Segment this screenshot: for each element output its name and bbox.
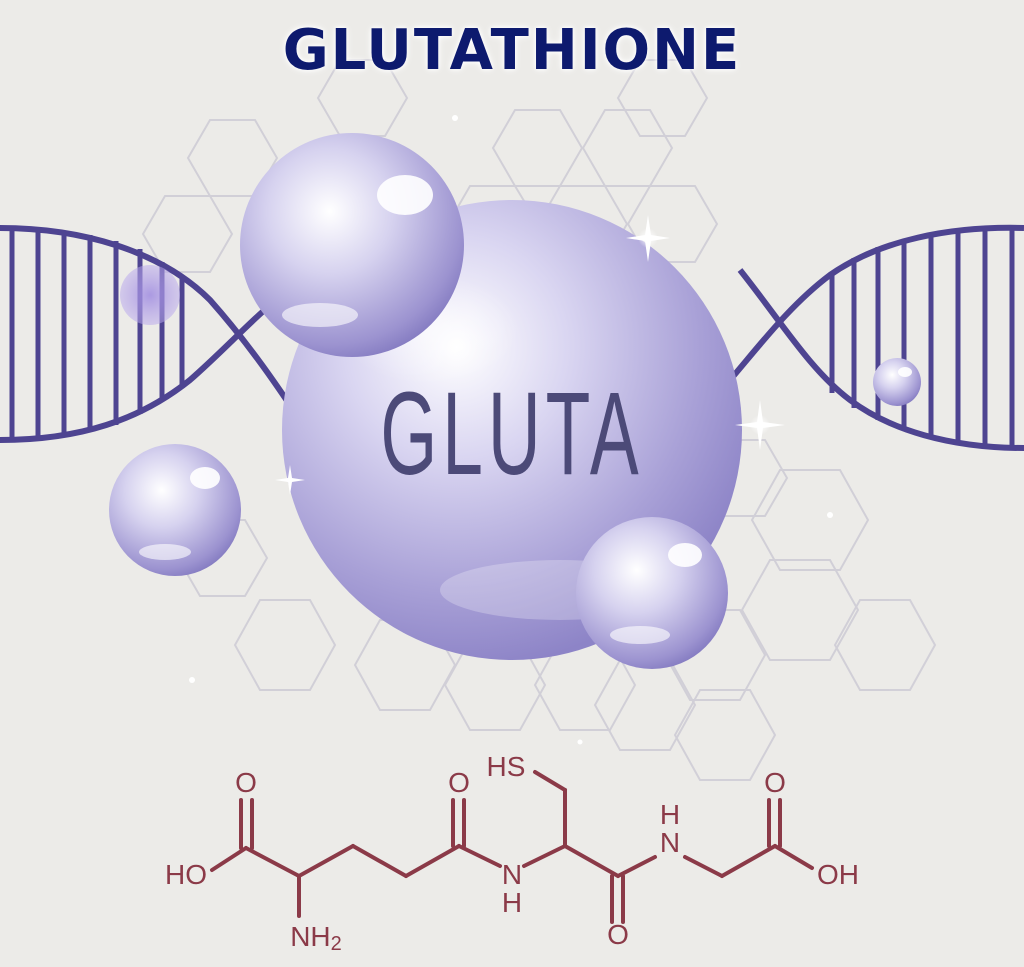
sphere-left: [109, 444, 241, 576]
sphere-tiny-right: [873, 358, 921, 406]
label-h-bottom: H: [502, 887, 522, 918]
dna-helix-left: [0, 225, 303, 443]
purple-dot: [120, 265, 180, 325]
sphere-top-left: [240, 133, 464, 357]
label-n-top: N: [660, 827, 680, 858]
page-title: GLUTATHIONE: [282, 18, 742, 83]
label-o-left-acid: O: [235, 767, 257, 798]
dna-helix-right: [727, 224, 1024, 451]
label-o-amide-2: O: [607, 919, 629, 950]
label-o-amide-1: O: [448, 767, 470, 798]
sparkles: [189, 115, 833, 745]
label-nh2: NH2: [290, 921, 342, 955]
label-n-bottom: N: [502, 859, 522, 890]
label-h-top: H: [660, 799, 680, 830]
sphere-label: GLUTA: [380, 367, 643, 499]
label-ho: HO: [165, 859, 207, 890]
label-hs: HS: [487, 751, 526, 782]
hexagon-pattern: [141, 59, 937, 781]
molecule-labels: HS O O O O HO OH N H H N NH2: [165, 751, 859, 955]
label-o-right-acid: O: [764, 767, 786, 798]
label-oh: OH: [817, 859, 859, 890]
sphere-bottom-right: [576, 517, 728, 669]
glutathione-structure: [210, 770, 814, 924]
